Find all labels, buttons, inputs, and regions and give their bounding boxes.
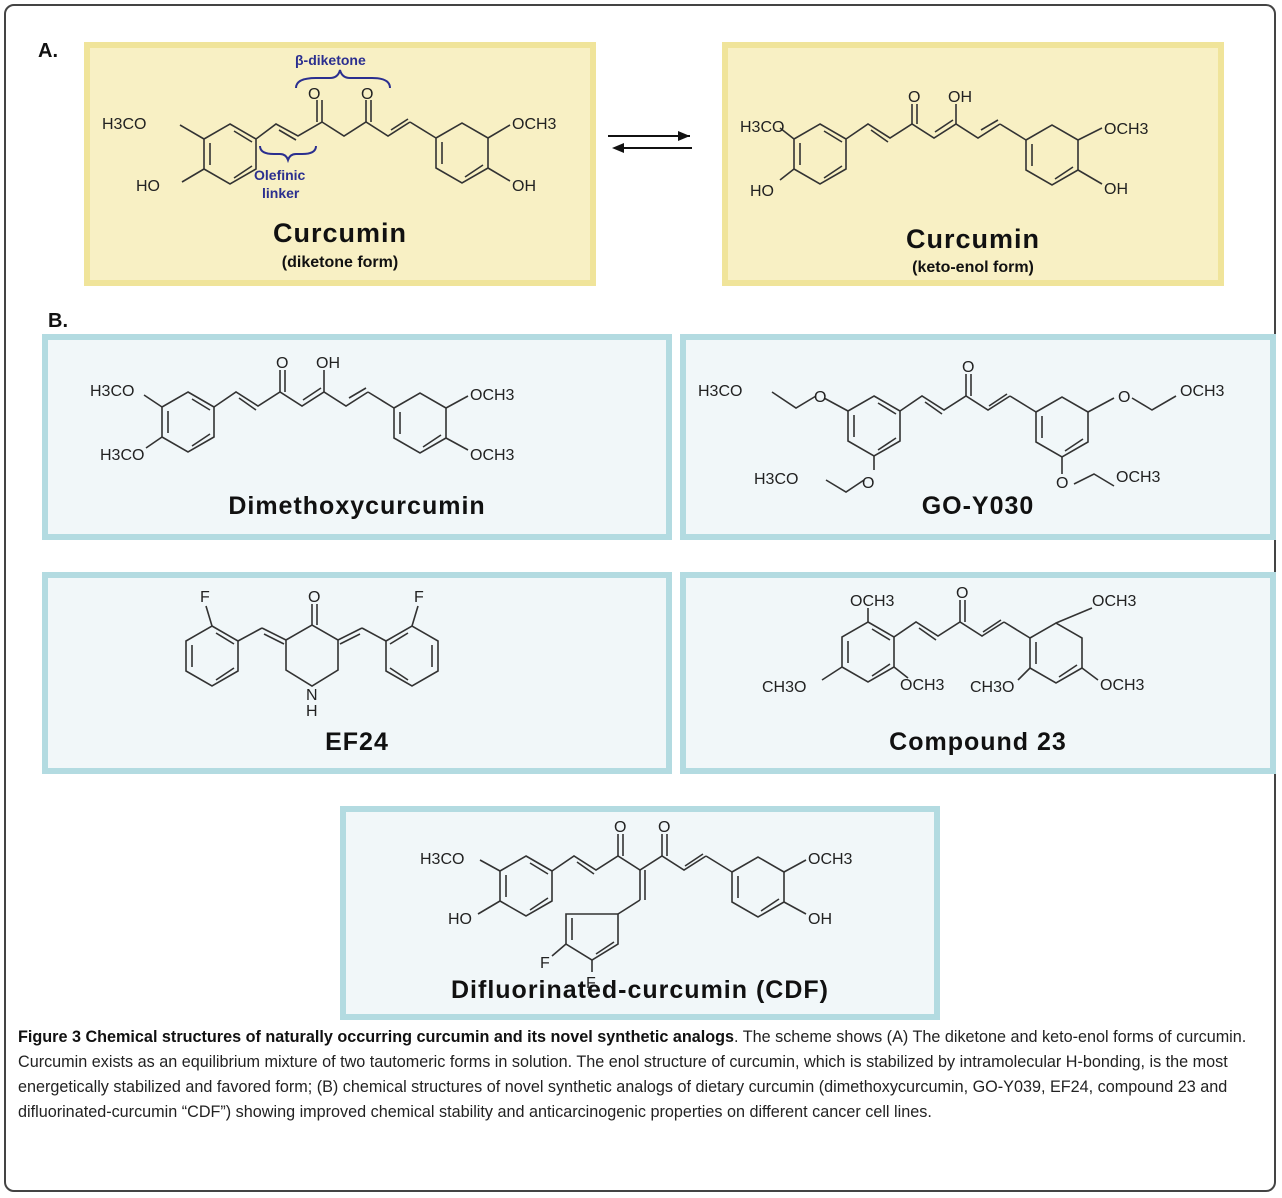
panel-compound-23: OCH3 O OCH3 CH3O OCH3 CH3O OCH3 Compound… bbox=[680, 572, 1276, 774]
panel-title: Curcumin bbox=[905, 224, 1040, 254]
atom-ch3o-l: CH3O bbox=[762, 679, 806, 696]
figure-caption: Figure 3 Chemical structures of naturall… bbox=[18, 1025, 1263, 1125]
atom-och3-2: OCH3 bbox=[1116, 469, 1161, 486]
atom-f2: F bbox=[414, 589, 424, 606]
atom-o-3: O bbox=[862, 475, 874, 492]
atom-och3-1: OCH3 bbox=[470, 387, 515, 404]
compound-23-structure: OCH3 O OCH3 CH3O OCH3 CH3O OCH3 bbox=[762, 585, 1145, 696]
atom-oh: OH bbox=[512, 178, 536, 195]
atom-o-2: O bbox=[1118, 389, 1130, 406]
atom-o: O bbox=[956, 585, 968, 602]
panel-curcumin-diketone: H3CO HO O O OCH3 OH β-diketone Olefinic … bbox=[84, 42, 596, 286]
section-b-label: B. bbox=[48, 310, 68, 332]
panel-title: EF24 bbox=[325, 728, 389, 756]
section-a-label: A. bbox=[38, 40, 58, 62]
panel-title: GO-Y030 bbox=[921, 492, 1035, 520]
atom-h3co-1: H3CO bbox=[698, 383, 742, 400]
atom-och3-tl: OCH3 bbox=[850, 593, 895, 610]
atom-o2: O bbox=[658, 819, 670, 836]
curcumin-diketone-structure: H3CO HO O O OCH3 OH β-diketone Olefinic … bbox=[102, 52, 557, 201]
atom-och3-tr: OCH3 bbox=[1092, 593, 1137, 610]
panel-subtitle: (diketone form) bbox=[281, 254, 399, 271]
atom-o-1: O bbox=[814, 389, 826, 406]
atom-o1: O bbox=[908, 89, 920, 106]
equilibrium-arrows bbox=[608, 131, 692, 153]
atom-f2: F bbox=[586, 975, 596, 992]
atom-och3: OCH3 bbox=[1104, 121, 1149, 138]
atom-oh: OH bbox=[316, 355, 340, 372]
atom-och3-r: OCH3 bbox=[1100, 677, 1145, 694]
go-y030-structure: H3CO O O O OCH3 H3CO O O OCH3 bbox=[698, 359, 1225, 493]
atom-o-4: O bbox=[1056, 475, 1068, 492]
atom-h: H bbox=[306, 703, 318, 720]
panel-title: Dimethoxycurcumin bbox=[228, 492, 486, 520]
atom-oh: OH bbox=[808, 911, 832, 928]
atom-o1: O bbox=[614, 819, 626, 836]
atom-h3co: H3CO bbox=[740, 119, 784, 136]
cdf-structure: H3CO O O OCH3 HO OH F F bbox=[420, 819, 853, 992]
atom-och3-1: OCH3 bbox=[1180, 383, 1225, 400]
atom-och3: OCH3 bbox=[512, 116, 557, 133]
panel-title: Difluorinated-curcumin (CDF) bbox=[451, 976, 829, 1004]
dimethoxycurcumin-structure: H3CO H3CO O OH OCH3 OCH3 bbox=[90, 355, 515, 464]
atom-och3-2: OCH3 bbox=[470, 447, 515, 464]
atom-h3co: H3CO bbox=[420, 851, 464, 868]
panel-go-y030: H3CO O O O OCH3 H3CO O O OCH3 GO-Y030 bbox=[680, 334, 1276, 540]
annotation-beta-diketone: β-diketone bbox=[295, 52, 366, 68]
atom-o: O bbox=[308, 589, 320, 606]
atom-o2: O bbox=[361, 86, 373, 103]
atom-och3-ml: OCH3 bbox=[900, 677, 945, 694]
atom-ho: HO bbox=[750, 183, 774, 200]
atom-o: O bbox=[276, 355, 288, 372]
atom-o-top: O bbox=[962, 359, 974, 376]
caption-lead: Figure 3 Chemical structures of naturall… bbox=[18, 1028, 735, 1046]
atom-oh: OH bbox=[1104, 181, 1128, 198]
atom-oh-top: OH bbox=[948, 89, 972, 106]
annotation-linker: linker bbox=[262, 185, 300, 201]
atom-f1: F bbox=[540, 955, 550, 972]
atom-ho: HO bbox=[448, 911, 472, 928]
panel-dimethoxycurcumin: H3CO H3CO O OH OCH3 OCH3 Dimethoxycurcum… bbox=[42, 334, 672, 540]
curcumin-ketoenol-structure: H3CO HO O OH OCH3 OH bbox=[740, 89, 1149, 200]
ef24-structure: F O F N H bbox=[185, 589, 439, 720]
panel-subtitle: (keto-enol form) bbox=[912, 259, 1034, 276]
annotation-olefinic: Olefinic bbox=[254, 167, 306, 183]
panel-title: Curcumin bbox=[272, 218, 407, 248]
atom-ho: HO bbox=[136, 178, 160, 195]
caption-body: . The scheme shows (A) The diketone and … bbox=[18, 1028, 1247, 1121]
atom-f1: F bbox=[200, 589, 210, 606]
atom-h3co-2: H3CO bbox=[754, 471, 798, 488]
atom-h3co: H3CO bbox=[102, 116, 146, 133]
panel-cdf: H3CO O O OCH3 HO OH F F Difluorinated-cu… bbox=[340, 806, 940, 1020]
atom-n: N bbox=[306, 687, 318, 704]
atom-ch3o-m: CH3O bbox=[970, 679, 1014, 696]
panel-curcumin-ketoenol: H3CO HO O OH OCH3 OH Curcumin (keto-enol… bbox=[722, 42, 1224, 286]
atom-h3co-1: H3CO bbox=[90, 383, 134, 400]
panel-title: Compound 23 bbox=[889, 728, 1067, 756]
atom-och3: OCH3 bbox=[808, 851, 853, 868]
atom-o1: O bbox=[308, 86, 320, 103]
atom-h3co-2: H3CO bbox=[100, 447, 144, 464]
panel-ef24: F O F N H EF24 bbox=[42, 572, 672, 774]
